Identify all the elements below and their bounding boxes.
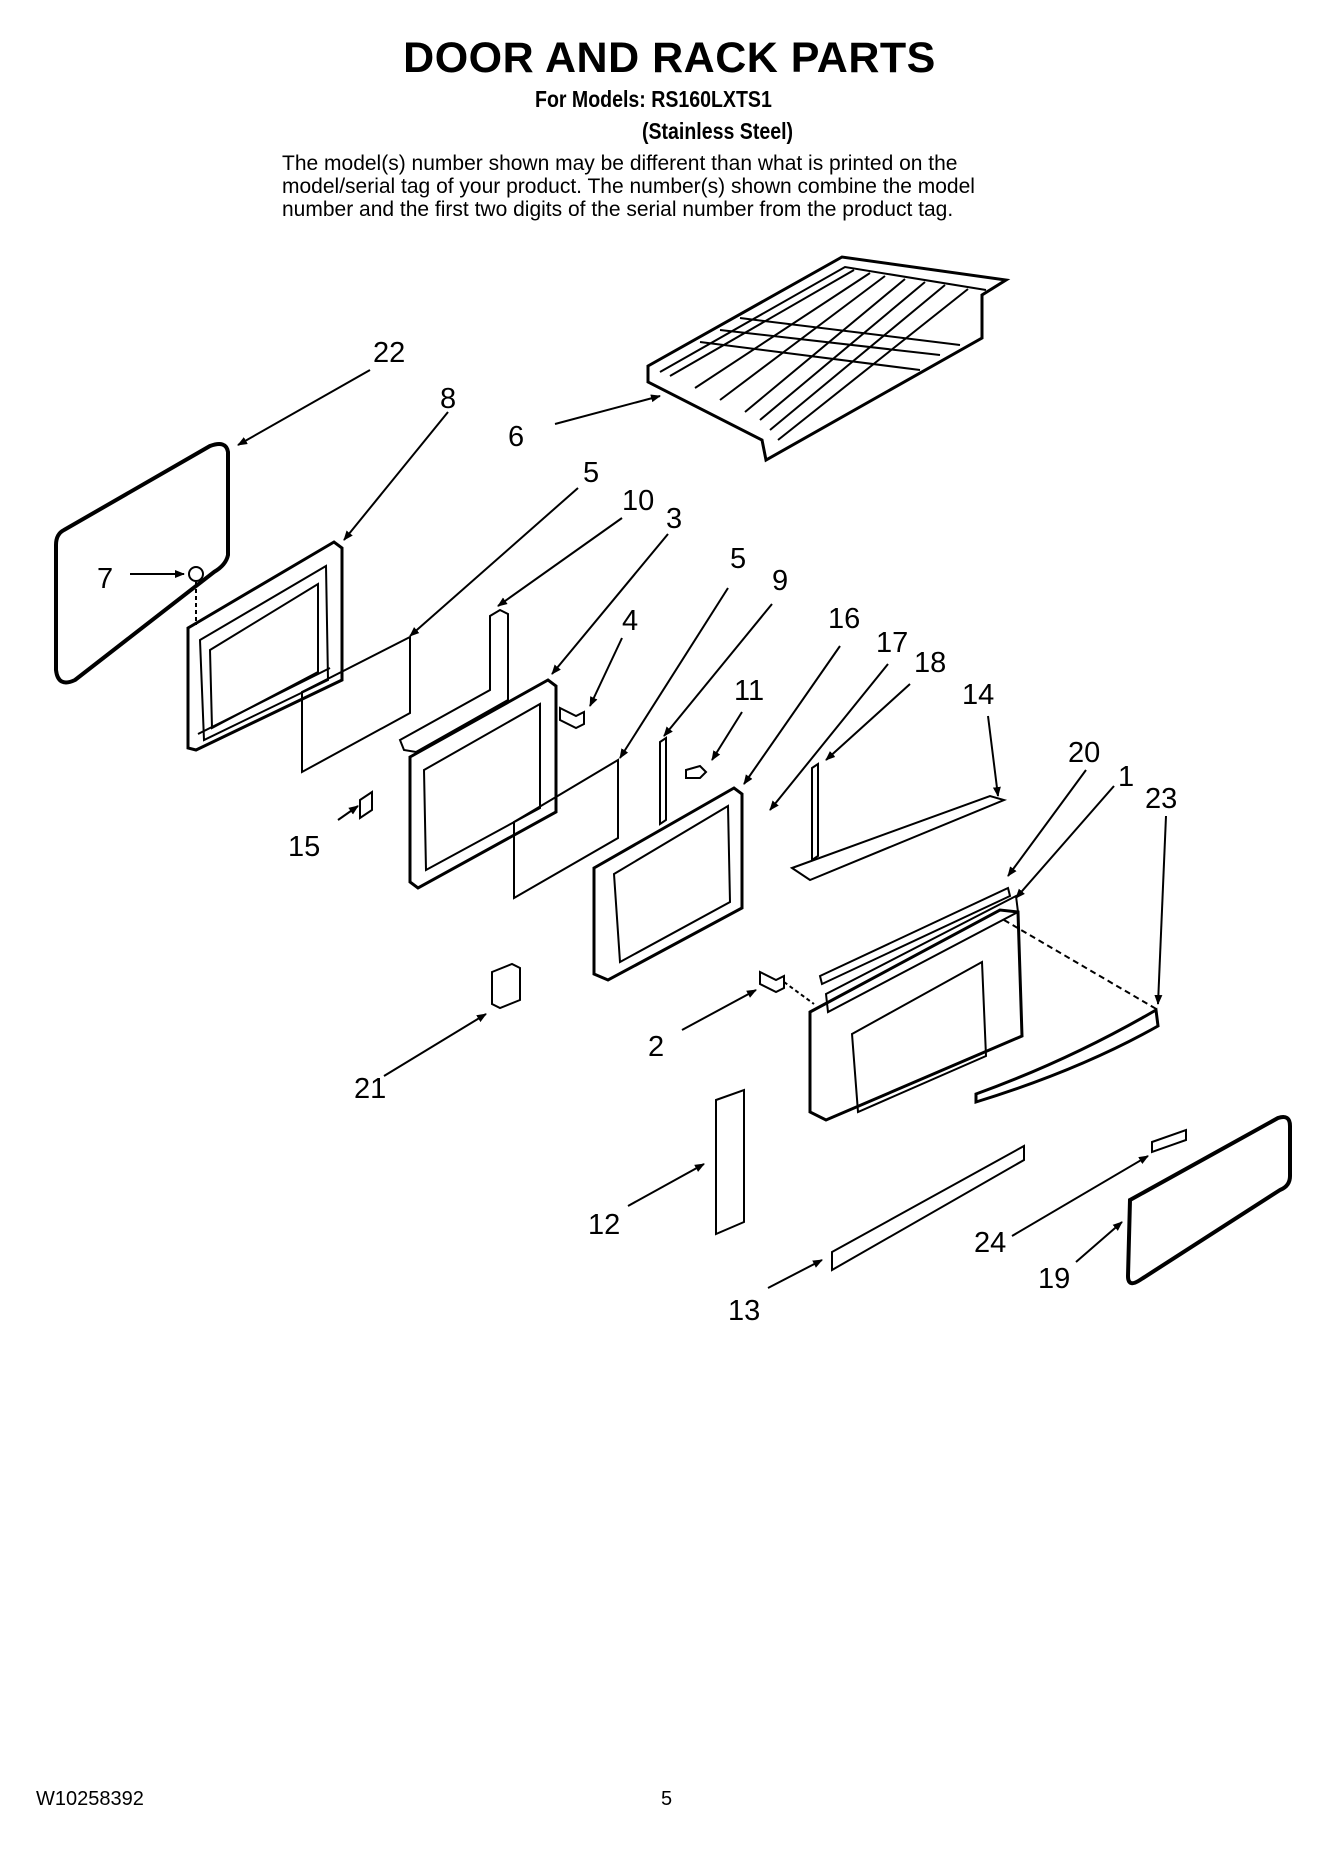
callout-14: 14 — [962, 679, 994, 711]
callout-18: 18 — [914, 647, 946, 679]
callout-9: 9 — [772, 565, 788, 597]
callout-5: 5 — [583, 457, 599, 489]
callout-21: 21 — [354, 1073, 386, 1105]
screw-part — [759, 970, 785, 994]
inner-door-part — [186, 540, 344, 752]
callout-8: 8 — [440, 383, 456, 415]
glass-panel-part — [513, 758, 619, 900]
callout-5: 5 — [730, 543, 746, 575]
page-title: DOOR AND RACK PARTS — [403, 34, 936, 82]
callout-11: 11 — [734, 675, 764, 707]
callout-12: 12 — [588, 1209, 620, 1241]
clip-part — [491, 962, 521, 1010]
leader-arrows — [130, 369, 1167, 1289]
callout-3: 3 — [666, 503, 682, 535]
model-note: The model(s) number shown may be differe… — [282, 152, 1102, 221]
callout-23: 23 — [1145, 783, 1177, 815]
screw-part — [188, 566, 204, 582]
tag-part — [1151, 1128, 1187, 1154]
model-note-line: The model(s) number shown may be differe… — [282, 152, 958, 175]
screw-part — [559, 706, 585, 730]
label-part — [359, 790, 373, 820]
finish-line: (Stainless Steel) — [642, 118, 794, 144]
outer-glass-part — [592, 786, 744, 982]
screw-part — [685, 764, 708, 779]
insulation-part — [715, 1088, 745, 1236]
model-line: For Models: RS160LXTS1 — [535, 86, 772, 112]
callout-4: 4 — [622, 605, 638, 637]
handle-part — [974, 1007, 1160, 1105]
oven-rack-part — [646, 255, 1011, 463]
callout-2: 2 — [648, 1031, 664, 1063]
outer-door-part — [808, 894, 1024, 1122]
glass-panel-part — [301, 635, 411, 774]
model-note-line: model/serial tag of your product. The nu… — [282, 175, 975, 198]
callout-13: 13 — [728, 1295, 760, 1327]
trim-part — [831, 1144, 1025, 1272]
callout-19: 19 — [1038, 1263, 1070, 1295]
callout-22: 22 — [373, 337, 405, 369]
callout-10: 10 — [622, 485, 654, 517]
callout-1: 1 — [1118, 761, 1134, 793]
door-gasket-part — [54, 442, 230, 685]
trim-part — [789, 794, 1008, 882]
callout-labels: 22 8 6 5 10 3 7 5 9 4 16 17 18 11 14 20 … — [97, 337, 1177, 1327]
callout-15: 15 — [288, 831, 320, 863]
model-note-line: number and the first two digits of the s… — [282, 198, 954, 221]
spacer-part — [398, 608, 509, 754]
bracket-part — [659, 736, 667, 826]
callout-20: 20 — [1068, 737, 1100, 769]
window-gasket-part — [1125, 1115, 1292, 1286]
callout-7: 7 — [97, 563, 113, 595]
callout-16: 16 — [828, 603, 860, 635]
callout-6: 6 — [508, 421, 524, 453]
callout-17: 17 — [876, 627, 908, 659]
document-number: W10258392 — [36, 1788, 144, 1810]
page-number: 5 — [661, 1788, 673, 1810]
callout-24: 24 — [974, 1227, 1006, 1259]
vent-part — [818, 886, 1012, 986]
glass-frame-part — [408, 678, 558, 890]
bracket-part — [811, 762, 819, 862]
